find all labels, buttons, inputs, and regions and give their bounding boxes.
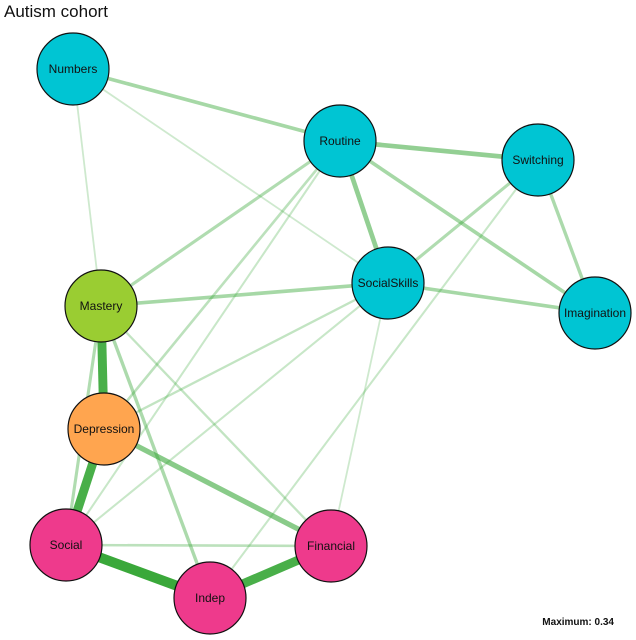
node-label: Social [50,538,83,552]
node-circle [64,269,138,343]
node-circle [294,509,368,583]
node-circle [501,123,575,197]
edge-mastery-financial [100,305,332,547]
edge-socialskills-social [65,282,389,546]
node-financial: Financial [294,509,368,583]
node-label: Indep [195,591,225,605]
node-mastery: Mastery [64,269,138,343]
node-circle [173,561,247,635]
edge-socialskills-financial [330,282,389,547]
node-numbers: Numbers [36,32,110,106]
node-label: Imagination [564,306,626,320]
node-label: Depression [74,422,135,436]
edge-numbers-socialskills [72,68,389,284]
edge-numbers-mastery [72,68,102,307]
node-socialskills: SocialSkills [351,246,425,320]
edge-numbers-routine [72,67,341,143]
node-circle [303,104,377,178]
node-label: Routine [319,134,361,148]
edge-depression-financial [102,426,333,549]
node-label: Switching [512,153,563,167]
node-circle [558,276,632,350]
node-label: SocialSkills [358,276,419,290]
edge-social-financial [65,543,332,548]
edge-routine-imagination [338,139,597,315]
node-social: Social [29,508,103,582]
edge-routine-social [65,140,341,546]
node-label: Mastery [80,299,123,313]
edge-switching-indep [209,159,539,599]
edge-routine-mastery [100,139,341,308]
diagram-title: Autism cohort [4,2,108,21]
node-indep: Indep [173,561,247,635]
node-label: Numbers [49,62,98,76]
node-switching: Switching [501,123,575,197]
edge-socialskills-depression [103,281,389,431]
node-circle [29,508,103,582]
node-imagination: Imagination [558,276,632,350]
nodes-layer: NumbersRoutineSwitchingSocialSkillsImagi… [29,32,632,635]
node-circle [36,32,110,106]
node-routine: Routine [303,104,377,178]
maximum-label: Maximum: 0.34 [542,617,614,628]
node-depression: Depression [67,392,141,466]
node-label: Financial [307,539,355,553]
node-circle [67,392,141,466]
node-circle [351,246,425,320]
edge-socialskills-mastery [100,281,389,308]
edge-mastery-indep [99,305,212,599]
edge-routine-depression [102,140,342,430]
